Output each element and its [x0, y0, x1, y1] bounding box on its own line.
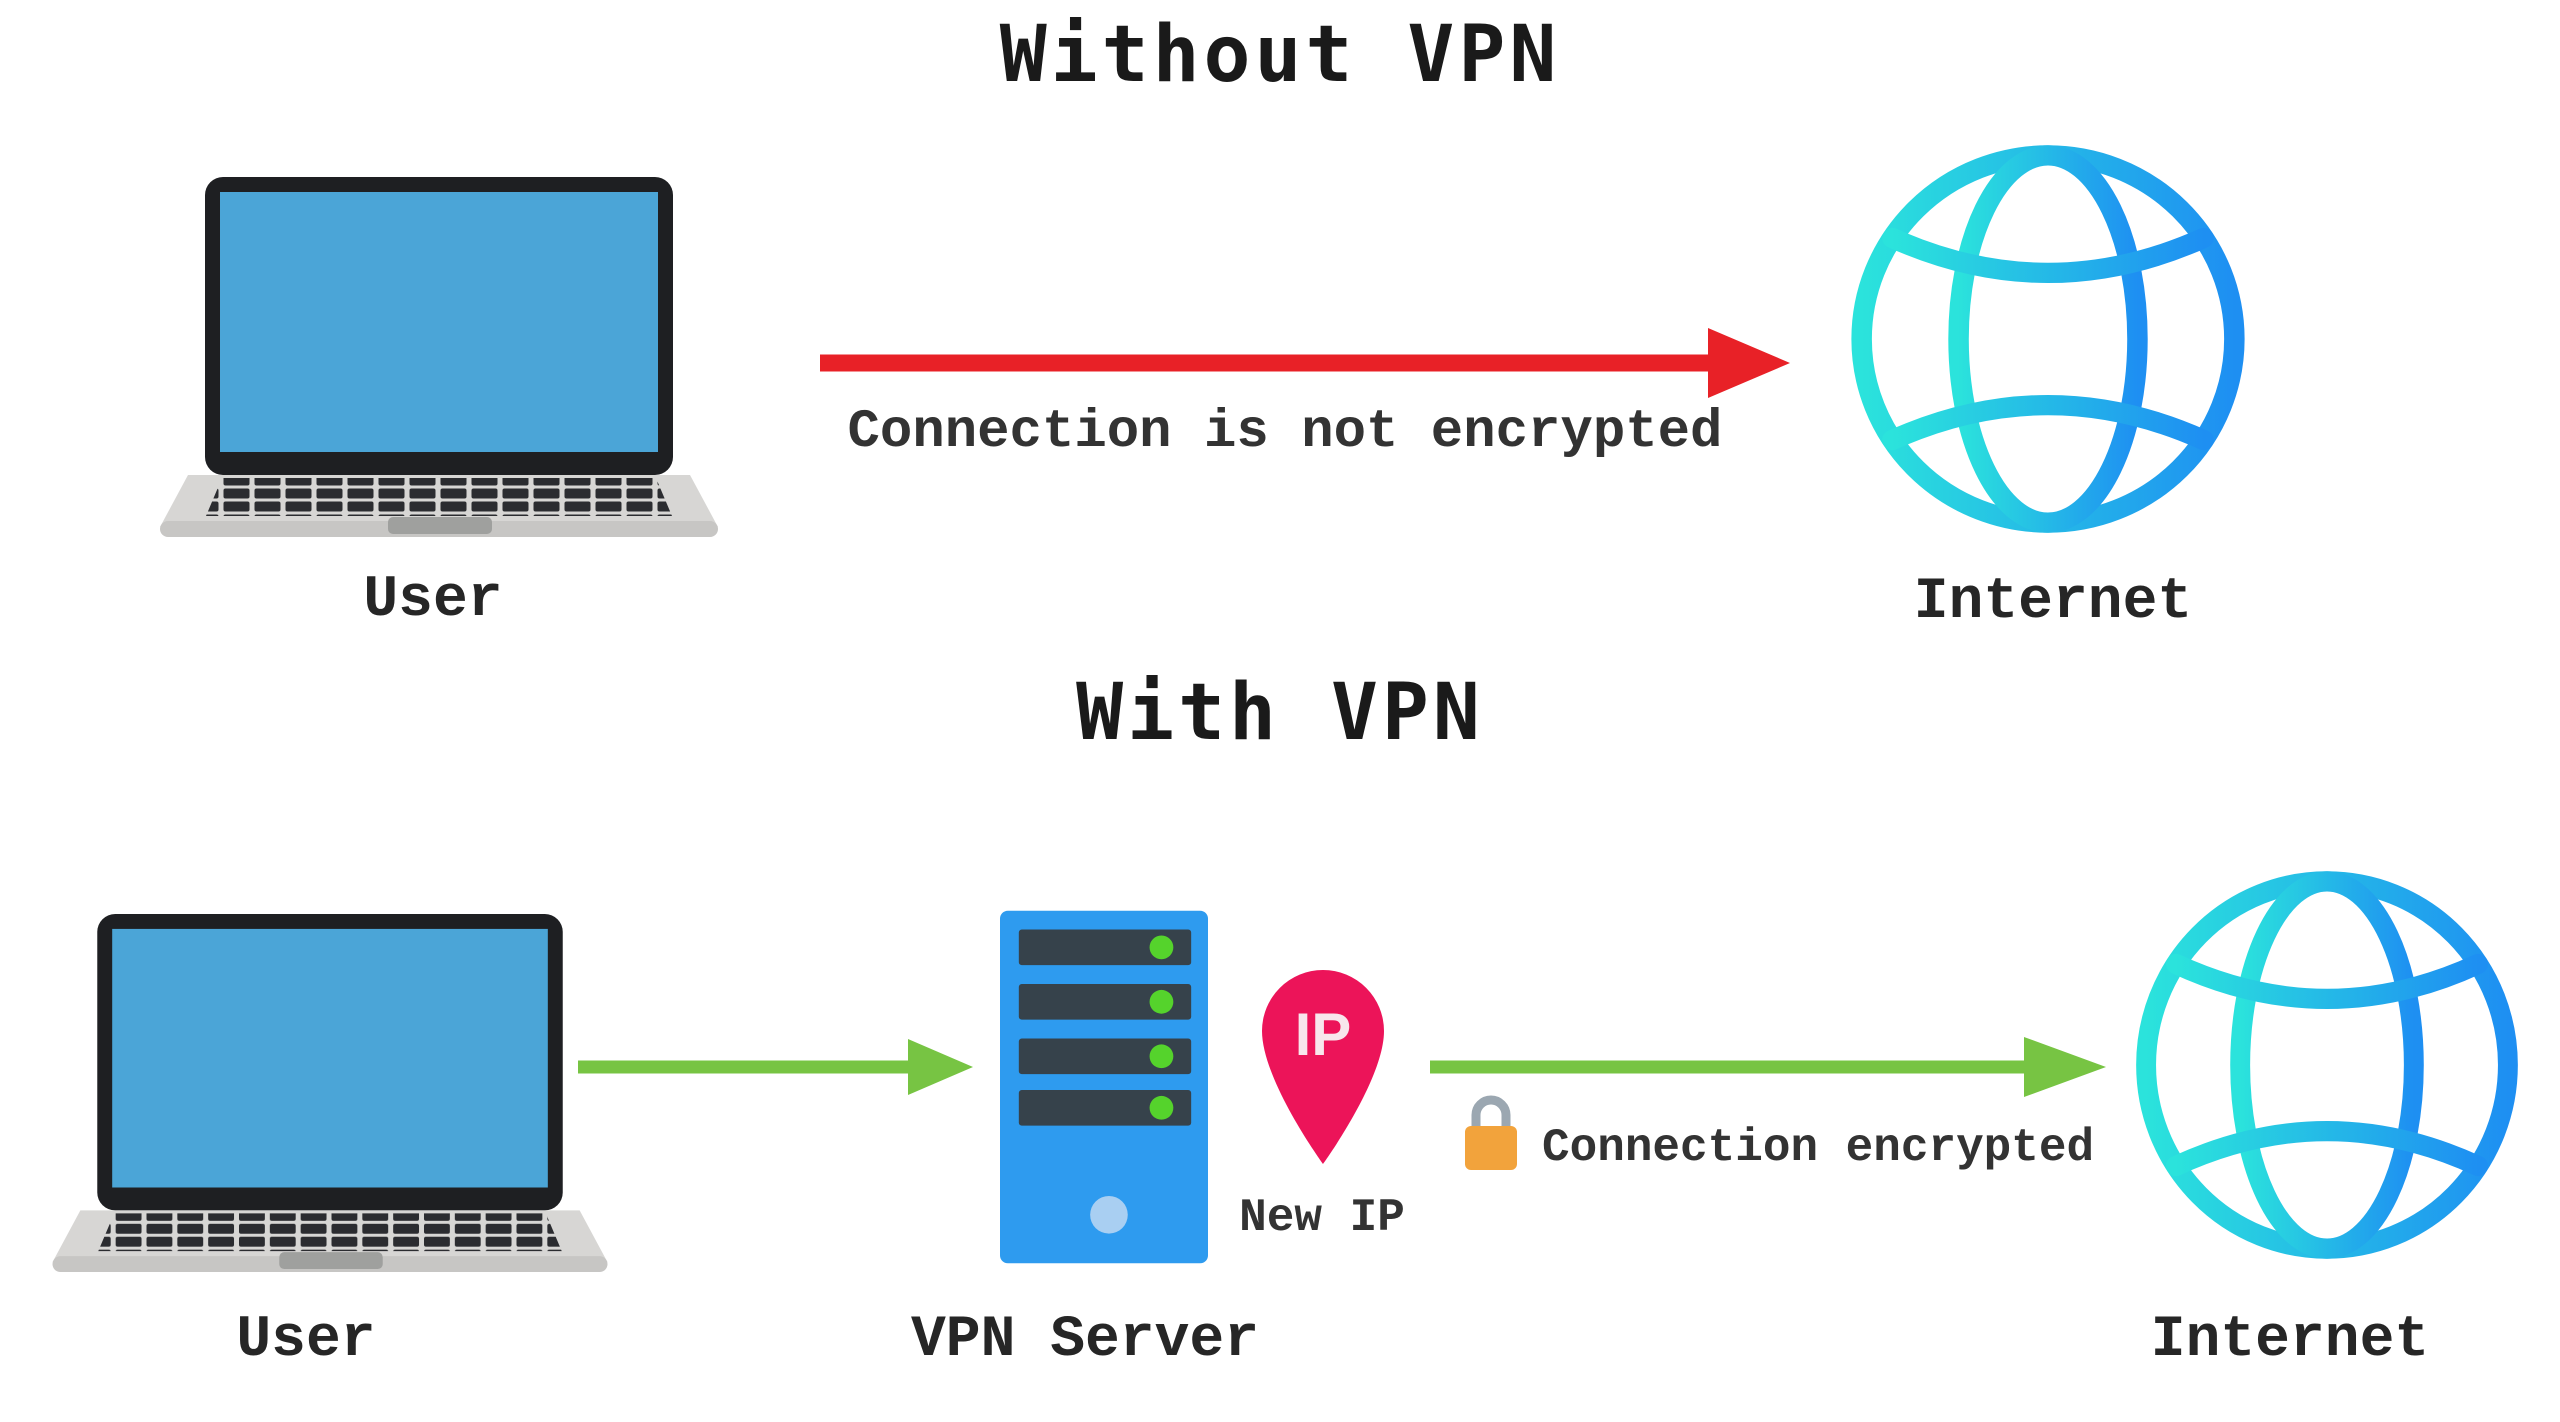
user-laptop-icon — [160, 175, 720, 545]
padlock-icon — [1465, 1095, 1517, 1170]
user-label: User — [363, 568, 503, 633]
server-bay — [1018, 983, 1192, 1020]
server-led — [1149, 1095, 1174, 1120]
red-arrow — [820, 328, 1790, 398]
internet-globe-icon — [1843, 137, 2253, 541]
green-arrow-head — [908, 1039, 973, 1095]
vpn-server-label: VPN Server — [910, 1308, 1260, 1373]
internet-globe-icon — [2128, 863, 2526, 1267]
server-led — [1149, 1044, 1174, 1069]
server-bay — [1018, 1089, 1192, 1126]
green-arrow — [578, 1039, 973, 1095]
server-power-light — [1090, 1195, 1128, 1234]
user-laptop-icon — [52, 912, 610, 1280]
without-vpn-title: Without VPN — [999, 10, 1561, 100]
internet-label: Internet — [1913, 570, 2193, 635]
server-led — [1149, 935, 1174, 960]
server-bay — [1018, 1038, 1192, 1075]
server-bay — [1018, 929, 1192, 966]
unencrypted-connection-caption: Connection is not encrypted — [847, 402, 1723, 463]
green-arrow — [1430, 1037, 2106, 1097]
encrypted-connection-caption: Connection encrypted — [1542, 1122, 2095, 1174]
pin-body — [1262, 969, 1384, 1164]
padlock-body — [1465, 1126, 1517, 1170]
with-vpn-title: With VPN — [1076, 668, 1484, 758]
server-led — [1149, 989, 1174, 1014]
green-arrow-head — [2024, 1037, 2106, 1097]
internet-label: Internet — [2150, 1308, 2430, 1373]
padlock-shackle — [1471, 1095, 1511, 1130]
user-label: User — [236, 1308, 376, 1373]
vpn-server-icon — [1000, 910, 1208, 1264]
ip-pin-icon: IP — [1262, 969, 1384, 1164]
pin-ip-text: IP — [1295, 1001, 1352, 1068]
new-ip-label: New IP — [1239, 1192, 1405, 1244]
red-arrow-head — [1708, 328, 1790, 398]
